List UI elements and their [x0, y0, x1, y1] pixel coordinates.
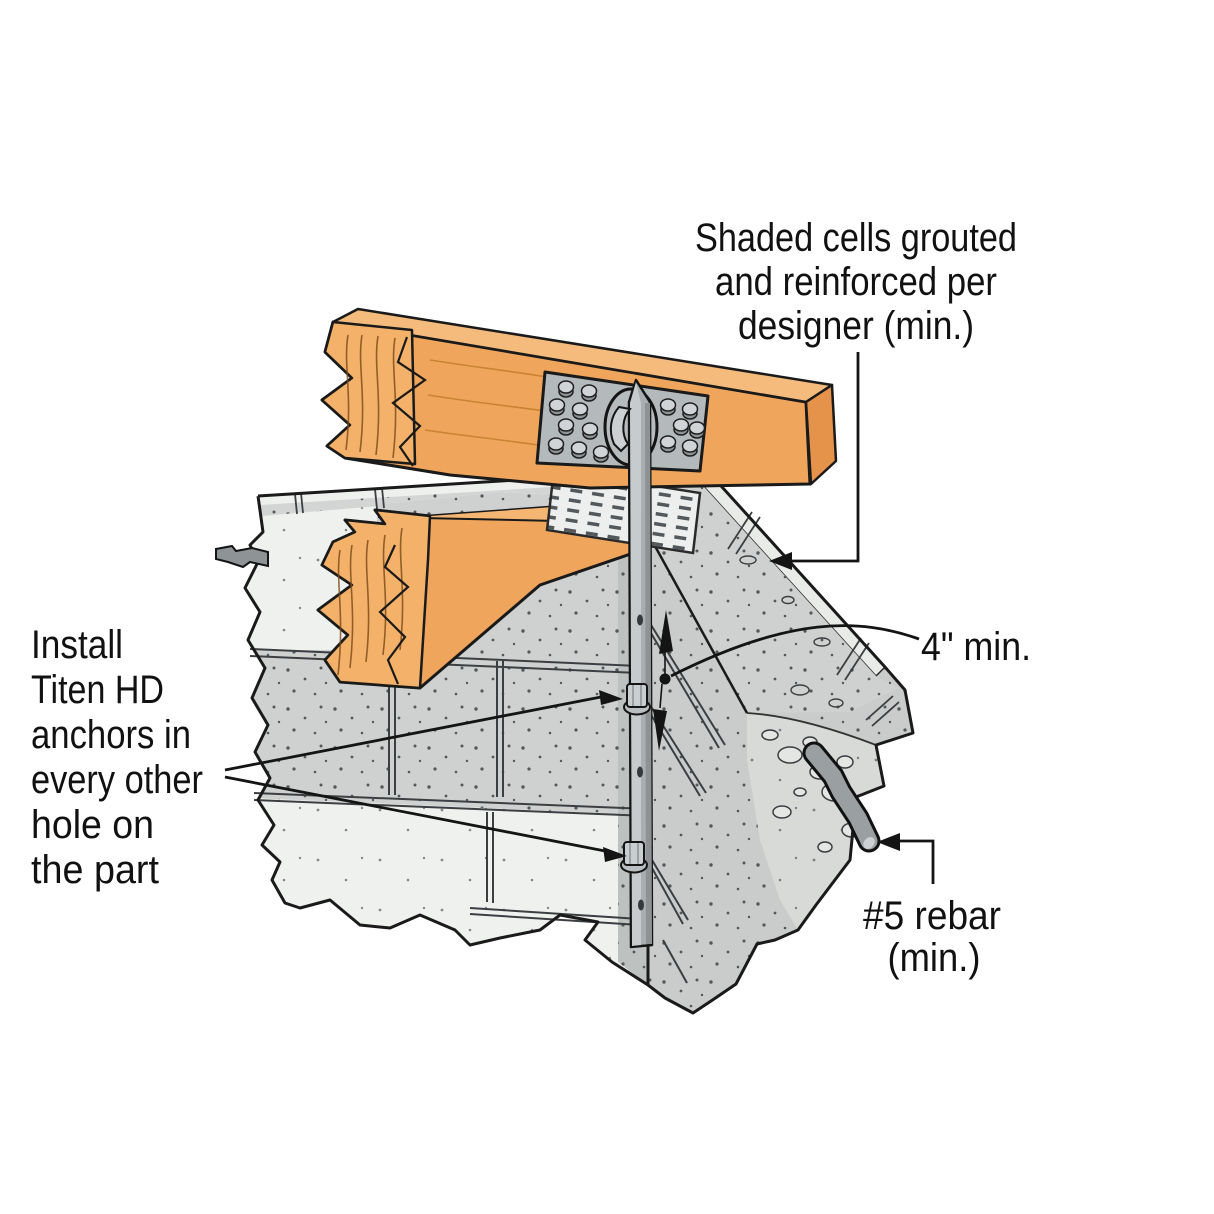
dim-arrow-up: [659, 610, 673, 654]
annotation-line: Install: [31, 623, 123, 667]
titen-hd-anchor-upper: [623, 683, 651, 716]
wall-cut-section: [646, 464, 915, 1015]
lower-joist-break-face: [316, 508, 432, 690]
leader-shaded-cells: [791, 352, 860, 563]
titen-hd-anchor-lower: [620, 841, 648, 874]
arrow-anchors-upper: [599, 690, 623, 705]
annotation-line: anchors in: [31, 713, 191, 757]
grout-voids: [739, 555, 844, 708]
dim-arrow-down: [653, 709, 667, 751]
strap-holes: [637, 614, 644, 911]
wood-grain: [345, 334, 397, 459]
annotation-embedment: 4" min.: [921, 625, 1031, 669]
annotation-line: designer (min.): [738, 304, 974, 348]
annotation-line: hole on: [31, 803, 154, 847]
annotation-line: Titen HD: [31, 668, 164, 712]
annotation-install-anchors: Install Titen HD anchors in every other …: [31, 623, 203, 892]
annotation-line: every other: [31, 758, 203, 802]
top-joist-break-face: [320, 320, 417, 466]
dim-reference-dot: [659, 673, 671, 685]
arrowheads: [599, 552, 900, 862]
joint-reinforcement-dowel: [215, 544, 269, 569]
arrow-rebar: [877, 833, 900, 851]
tension-strap: [627, 378, 654, 949]
leader-lines: [224, 352, 935, 884]
annotation-line: Shaded cells grouted: [695, 216, 1017, 260]
top-joist-end-face: [804, 383, 838, 486]
leader-embedment: [670, 624, 920, 678]
annotation-rebar: #5 rebar (min.): [863, 894, 1001, 980]
lower-joist: [316, 498, 650, 690]
wood-grain: [337, 527, 404, 676]
annotation-line: #5 rebar: [863, 894, 1001, 938]
annotation-line: and reinforced per: [715, 260, 997, 304]
leader-anchors-lower: [224, 775, 606, 853]
pivot-bracket: [609, 405, 632, 453]
leader-anchors-upper: [224, 695, 602, 772]
arrow-shaded-cells: [769, 552, 792, 570]
arrow-anchors-lower: [603, 847, 627, 862]
block-web-ticks: [727, 511, 900, 727]
rebar-5: [802, 741, 881, 853]
leader-rebar: [899, 839, 935, 884]
annotation-line: (min.): [888, 936, 981, 980]
annotation-line: the part: [31, 848, 159, 892]
annotation-shaded-cells: Shaded cells grouted and reinforced per …: [695, 216, 1017, 348]
